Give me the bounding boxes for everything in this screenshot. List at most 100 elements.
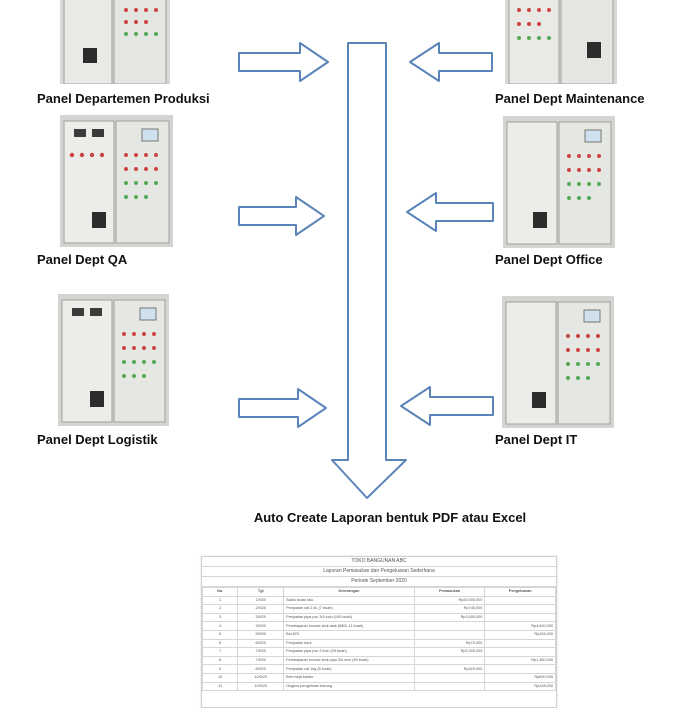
panel-label-it: Panel Dept IT bbox=[495, 432, 578, 447]
table-cell: 7 bbox=[201, 647, 239, 657]
report-preview: TOKO BANGUNAN ABC Laporan Pemasukan dan … bbox=[201, 556, 557, 708]
table-cell: 2 bbox=[201, 604, 239, 614]
table-cell bbox=[484, 647, 556, 657]
table-cell: 3/9/20 bbox=[237, 621, 285, 631]
cabinet-image bbox=[503, 116, 615, 248]
table-cell: 1/9/20 bbox=[237, 595, 285, 606]
table-cell: Rp4,500,000 bbox=[484, 621, 556, 631]
table-cell: Bel ATK bbox=[283, 629, 415, 640]
report-period: Periode September 2020 bbox=[202, 577, 556, 587]
table-cell: 3/9/20 bbox=[237, 612, 285, 623]
table-cell: 9 bbox=[201, 664, 239, 674]
table-cell: 6/9/20 bbox=[237, 638, 285, 649]
table-cell: Penjualan pipa pvc 3/4 inch (100 buah) bbox=[283, 612, 415, 623]
panel-label-maintenance: Panel Dept Maintenance bbox=[495, 91, 645, 106]
table-cell: 7/9/20 bbox=[237, 655, 285, 666]
column-header: Tgl bbox=[237, 587, 285, 597]
table-cell: Saldo bulan lalu bbox=[283, 595, 415, 606]
table-cell: 8/9/20 bbox=[237, 664, 285, 674]
table-cell: Rp154,000 bbox=[484, 629, 556, 640]
cabinet-image bbox=[60, 115, 173, 247]
table-cell: 4 bbox=[201, 621, 239, 631]
report-header-row: No. Tgl Keterangan Pemasukan Pengeluaran bbox=[201, 587, 556, 597]
table-cell: Penjualan cat 1kg (5 buah) bbox=[283, 664, 415, 674]
table-cell: Beli meja kantor bbox=[283, 672, 415, 683]
table-cell: Penjualan pipa pvc 2 inch (25 buah) bbox=[283, 647, 415, 657]
table-cell: 10/9/20 bbox=[237, 681, 285, 692]
column-header: Pengeluaran bbox=[484, 587, 556, 597]
panel-label-logistik: Panel Dept Logistik bbox=[37, 432, 158, 447]
table-cell: Rp70,000 bbox=[413, 638, 486, 649]
panel-photo-maintenance bbox=[505, 0, 617, 84]
arrow-right-icon bbox=[238, 388, 327, 428]
table-cell: 2/9/20 bbox=[237, 604, 285, 614]
table-cell: Rp420,000 bbox=[413, 664, 486, 674]
cabinet-image bbox=[60, 0, 170, 84]
table-cell: 6 bbox=[201, 638, 239, 649]
table-cell: Rp2,000,000 bbox=[413, 647, 486, 657]
table-cell: Rp20,000,000 bbox=[413, 595, 486, 606]
table-cell: Rp600,000 bbox=[484, 672, 556, 683]
table-cell: 8 bbox=[201, 655, 239, 666]
table-cell bbox=[413, 629, 486, 640]
report-subtitle: Laporan Pemasukan dan Pengeluaran Sederh… bbox=[202, 567, 556, 577]
panel-photo-produksi bbox=[60, 0, 170, 84]
arrow-right-icon bbox=[238, 42, 329, 82]
table-cell: 1 bbox=[201, 595, 239, 606]
table-cell: 11 bbox=[201, 681, 239, 692]
table-cell bbox=[484, 612, 556, 623]
cabinet-image bbox=[505, 0, 617, 84]
output-caption: Auto Create Laporan bentuk PDF atau Exce… bbox=[253, 510, 527, 525]
table-cell bbox=[484, 638, 556, 649]
arrow-left-icon bbox=[409, 42, 493, 82]
table-cell: Rp740,000 bbox=[413, 604, 486, 614]
panel-label-produksi: Panel Departemen Produksi bbox=[37, 91, 210, 106]
table-cell bbox=[413, 681, 486, 692]
column-header: Pemasukan bbox=[413, 587, 486, 597]
cabinet-image bbox=[502, 296, 614, 428]
table-cell: Penjualan cat 2.5L (7 buah) bbox=[283, 604, 415, 614]
arrow-left-icon bbox=[406, 192, 494, 232]
panel-label-qa: Panel Dept QA bbox=[37, 252, 128, 267]
panel-label-office: Panel Dept Office bbox=[495, 252, 603, 267]
table-cell bbox=[413, 672, 486, 683]
table-cell bbox=[413, 655, 486, 666]
table-cell: Rp128,000 bbox=[484, 681, 556, 692]
report-table: No. Tgl Keterangan Pemasukan Pengeluaran… bbox=[201, 587, 556, 692]
table-cell: Ongkos pengiriman barang bbox=[283, 681, 415, 692]
table-cell: Rp3,000,000 bbox=[413, 612, 486, 623]
table-cell: 3 bbox=[201, 612, 239, 623]
panel-photo-it bbox=[502, 296, 614, 428]
column-header: No. bbox=[201, 587, 239, 597]
table-cell: 10 bbox=[201, 672, 239, 683]
panel-photo-logistik bbox=[58, 294, 169, 426]
table-cell bbox=[413, 621, 486, 631]
report-title: TOKO BANGUNAN ABC bbox=[202, 557, 556, 567]
table-cell: 10/9/20 bbox=[237, 672, 285, 683]
table-cell: Pembayaran invoice stok tank (680L 11 bu… bbox=[283, 621, 415, 631]
table-cell bbox=[484, 664, 556, 674]
table-cell: 5 bbox=[201, 629, 239, 640]
column-header: Keterangan bbox=[283, 587, 415, 597]
table-cell bbox=[484, 595, 556, 606]
arrow-right-icon bbox=[238, 196, 325, 236]
cabinet-image bbox=[58, 294, 169, 426]
table-cell: Penjualan baut bbox=[283, 638, 415, 649]
table-cell bbox=[484, 604, 556, 614]
arrow-left-icon bbox=[400, 386, 494, 426]
panel-photo-qa bbox=[60, 115, 173, 247]
table-cell: 7/9/20 bbox=[237, 647, 285, 657]
table-cell: Pembayaran invoice stok pipa 3/4 inch (5… bbox=[283, 655, 415, 666]
